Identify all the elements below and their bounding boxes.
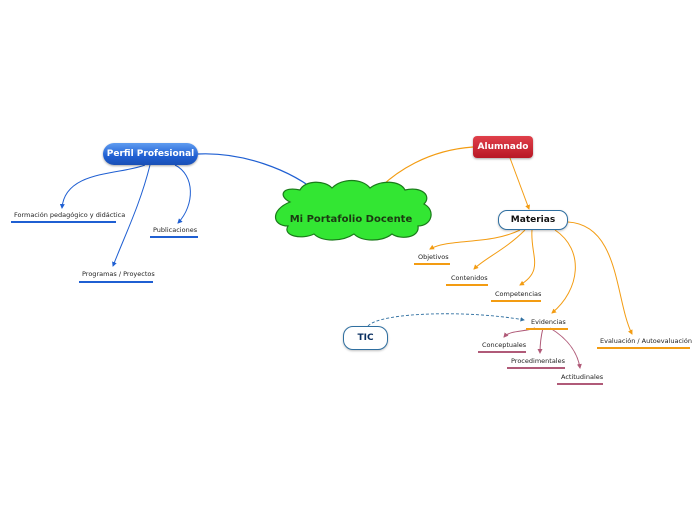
contenidos-underline — [446, 284, 488, 286]
evaluacion-label[interactable]: Evaluación / Autoevaluación — [600, 337, 692, 345]
connector-perfil-publicaciones — [174, 164, 191, 224]
materias-node[interactable]: Materias — [498, 210, 568, 230]
evidencias-label[interactable]: Evidencias — [531, 318, 566, 326]
actitudinales-underline — [557, 383, 603, 385]
central-cloud-shape[interactable] — [274, 179, 432, 241]
actitudinales-label[interactable]: Actitudinales — [561, 373, 604, 381]
connector-evidencias-procedimentales — [537, 327, 544, 354]
connector-perfil-formacion — [59, 164, 146, 209]
formacion-underline — [11, 221, 116, 223]
conceptuales-label[interactable]: Conceptuales — [482, 341, 527, 349]
connector-alumnado-materias — [509, 157, 530, 210]
perfil-profesional-node[interactable]: Perfil Profesional — [103, 143, 198, 165]
connector-materias-competencias — [519, 229, 536, 286]
connector-materias-evaluacion — [567, 221, 633, 335]
competencias-label[interactable]: Competencias — [495, 290, 542, 298]
publicaciones-label[interactable]: Publicaciones — [153, 226, 198, 234]
procedimentales-underline — [507, 367, 565, 369]
programas-label[interactable]: Programas / Proyectos — [82, 270, 155, 278]
conceptuales-underline — [478, 351, 526, 353]
objetivos-underline — [414, 263, 450, 265]
evaluacion-underline — [597, 347, 690, 349]
connector-materias-contenidos — [473, 229, 526, 270]
competencias-underline — [491, 300, 541, 302]
tic-node[interactable]: TIC — [343, 326, 388, 350]
connector-perfil-programas — [112, 164, 151, 267]
objetivos-label[interactable]: Objetivos — [418, 253, 449, 261]
publicaciones-underline — [150, 236, 198, 238]
connector-tic-evidencias — [367, 313, 525, 327]
procedimentales-label[interactable]: Procedimentales — [511, 357, 565, 365]
programas-underline — [79, 281, 153, 283]
formacion-label[interactable]: Formación pedagógico y didáctica — [14, 211, 126, 219]
alumnado-node[interactable]: Alumnado — [473, 136, 533, 158]
connector-materias-objetivos — [429, 229, 521, 250]
connector-materias-evidencias — [551, 229, 576, 314]
central-topic-label[interactable]: Mi Portafolio Docente — [289, 213, 413, 225]
contenidos-label[interactable]: Contenidos — [451, 274, 488, 282]
evidencias-underline — [526, 328, 568, 330]
connector-evidencias-actitudinales — [549, 327, 582, 369]
